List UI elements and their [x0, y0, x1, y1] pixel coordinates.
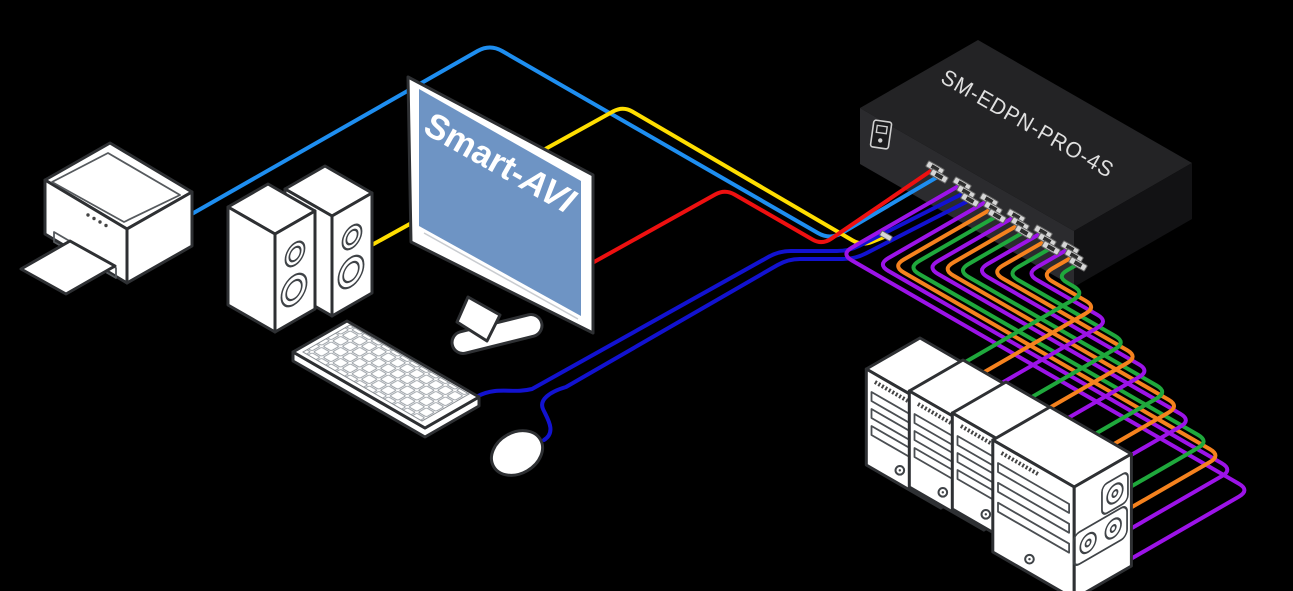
- speaker-right-face: [330, 191, 374, 318]
- cable-computer2-audio: [958, 246, 1123, 441]
- cable-computer4-audio: [911, 214, 1206, 519]
- cable-computer1-audio: [918, 262, 1082, 391]
- computer-2-power-led: [941, 491, 945, 494]
- computer-3-badge: [959, 424, 996, 448]
- computer-3-power-led: [984, 513, 988, 516]
- computer-4-power-button: [1024, 553, 1035, 565]
- computer-4: [991, 405, 1133, 591]
- cable-computer3-audio: [961, 230, 1165, 484]
- speaker-right-tweeter: [341, 223, 363, 251]
- kvm-port-4-3: [1014, 224, 1034, 240]
- speaker-left-tweeter: [284, 240, 306, 268]
- computer-1-power-led: [898, 469, 902, 472]
- kvm-port-3-3: [987, 208, 1007, 224]
- computer-4-badge: [1000, 451, 1040, 476]
- computer-4-bay-2: [997, 481, 1070, 534]
- cables-layer: [188, 45, 1247, 591]
- printer-paper: [19, 239, 117, 296]
- computer-4-fan-grille-top: [1101, 472, 1129, 515]
- computer-1-badge: [873, 380, 910, 404]
- speaker-left-face: [273, 209, 317, 334]
- printer: [19, 141, 194, 296]
- computer-3-power-button: [980, 509, 992, 520]
- kvm-port-2-3: [960, 192, 980, 208]
- keyboard-keys: [301, 324, 471, 422]
- cable-computer1-usb: [918, 254, 1094, 412]
- printer-side: [125, 190, 194, 285]
- kvm-port-3-2: [983, 200, 1003, 216]
- speaker-left-woofer: [280, 272, 308, 308]
- cable-computer3-video: [930, 214, 1188, 526]
- computer-1-power-button: [894, 465, 906, 476]
- cable-computer4-video: [880, 198, 1230, 560]
- monitor-chin-line: [423, 232, 579, 320]
- cable-monitor-video: [592, 166, 937, 264]
- cable-computer1-video: [918, 246, 1105, 433]
- computer-4-bay-3: [997, 501, 1070, 554]
- keyboard: [291, 319, 481, 439]
- kvm-port-6-2: [1064, 248, 1084, 264]
- computer-4-fan-grille-bottom: [1072, 506, 1128, 566]
- kvm-side-face: [1074, 163, 1192, 287]
- cable-console-aux: [844, 182, 1247, 591]
- monitor-screen: [419, 89, 581, 316]
- cable-computer2-usb: [958, 238, 1135, 462]
- printer-control-dots: [86, 213, 108, 228]
- cable-computer3-usb: [945, 222, 1176, 505]
- power-inlet-icon: [869, 119, 893, 150]
- kvm-port-1-2: [929, 168, 949, 184]
- computer-2-badge: [916, 402, 953, 426]
- speaker-left: [226, 182, 317, 334]
- kvm-switch: SM-EDPN-PRO-4S: [860, 40, 1192, 287]
- computer-4-bay-1: [997, 462, 1070, 514]
- kvm-port-6-3: [1068, 256, 1088, 272]
- cable-computer4-usb: [896, 206, 1218, 539]
- printer-lid: [51, 152, 181, 223]
- monitor-neck: [455, 295, 502, 343]
- computer-2-power-button: [937, 487, 949, 498]
- port-plugs-layer: [879, 160, 1088, 272]
- computer-4-power-led: [1028, 557, 1031, 561]
- audio-plug: [879, 230, 893, 242]
- cable-computer2-video: [958, 230, 1147, 483]
- kvm-port-5-3: [1041, 240, 1061, 256]
- kvm-top-face: [860, 40, 1192, 231]
- computers-layer: [864, 336, 1133, 591]
- mouse: [489, 429, 545, 477]
- speaker-right-woofer: [337, 254, 365, 290]
